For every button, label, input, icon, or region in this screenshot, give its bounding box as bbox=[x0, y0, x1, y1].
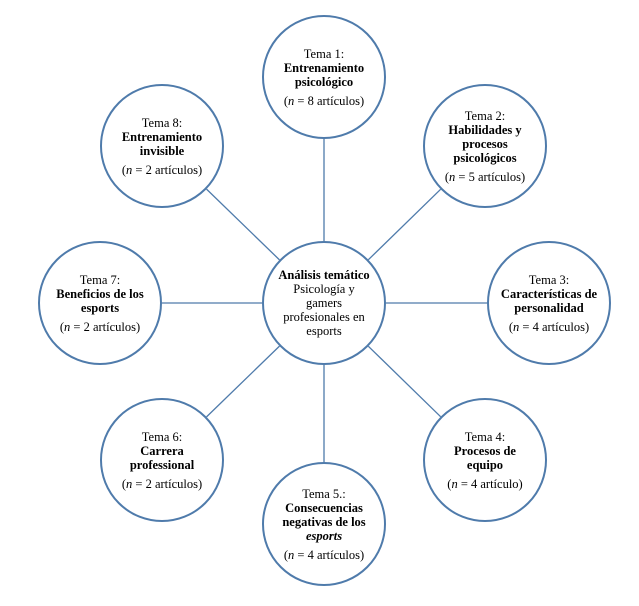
connector-line-6 bbox=[206, 345, 280, 418]
center-title: Análisis temático bbox=[278, 268, 370, 282]
theme-label: Tema 6: bbox=[141, 429, 183, 444]
theme-name: Entrenamiento invisible bbox=[121, 129, 203, 158]
theme-count: (n = 5 artículos) bbox=[444, 169, 526, 184]
theme-label: Tema 4: bbox=[464, 429, 506, 444]
theme-name: Entrenamiento psicológico bbox=[283, 60, 365, 89]
theme-name: Beneficios de los esports bbox=[56, 286, 144, 315]
theme-count: (n = 8 artículos) bbox=[283, 93, 365, 108]
theme-label: Tema 5.: bbox=[302, 486, 346, 501]
theme-node-3: Tema 3: Características de personalidad … bbox=[487, 241, 611, 365]
theme-node-4: Tema 4: Procesos de equipo (n = 4 artícu… bbox=[423, 398, 547, 522]
connector-line-2 bbox=[367, 188, 442, 261]
theme-label: Tema 2: bbox=[464, 108, 506, 123]
theme-node-7: Tema 7: Beneficios de los esports (n = 2… bbox=[38, 241, 162, 365]
theme-label: Tema 8: bbox=[141, 115, 183, 130]
theme-name-text: Consecuencias negativas de los bbox=[282, 500, 366, 529]
theme-name: Habilidades y procesos psicológicos bbox=[448, 122, 522, 165]
theme-count: (n = 2 artículos) bbox=[121, 162, 203, 177]
theme-node-1: Tema 1: Entrenamiento psicológico (n = 8… bbox=[262, 15, 386, 139]
theme-count: (n = 2 artículos) bbox=[121, 476, 203, 491]
theme-name: Características de personalidad bbox=[500, 286, 598, 315]
theme-node-8: Tema 8: Entrenamiento invisible (n = 2 a… bbox=[100, 84, 224, 208]
center-node: Análisis temático Psicología y gamers pr… bbox=[262, 241, 386, 365]
theme-name: Procesos de equipo bbox=[454, 443, 516, 472]
theme-count: (n = 4 artículo) bbox=[447, 476, 523, 491]
theme-name: Consecuencias negativas de los esports bbox=[274, 501, 374, 543]
theme-name: Carrera professional bbox=[129, 443, 195, 472]
theme-node-5: Tema 5.: Consecuencias negativas de los … bbox=[262, 462, 386, 586]
connector-line-4 bbox=[367, 345, 442, 418]
theme-count: (n = 4 artículos) bbox=[283, 547, 365, 562]
connector-line-8 bbox=[206, 188, 280, 261]
center-subtitle: Psicología y gamers profesionales en esp… bbox=[283, 282, 365, 338]
theme-node-2: Tema 2: Habilidades y procesos psicológi… bbox=[423, 84, 547, 208]
theme-count: (n = 2 artículos) bbox=[59, 319, 141, 334]
theme-label: Tema 7: bbox=[79, 272, 121, 287]
theme-name-italic: esports bbox=[305, 528, 343, 543]
theme-node-6: Tema 6: Carrera professional (n = 2 artí… bbox=[100, 398, 224, 522]
theme-label: Tema 1: bbox=[303, 46, 345, 61]
theme-label: Tema 3: bbox=[528, 272, 570, 287]
theme-count: (n = 4 artículos) bbox=[508, 319, 590, 334]
